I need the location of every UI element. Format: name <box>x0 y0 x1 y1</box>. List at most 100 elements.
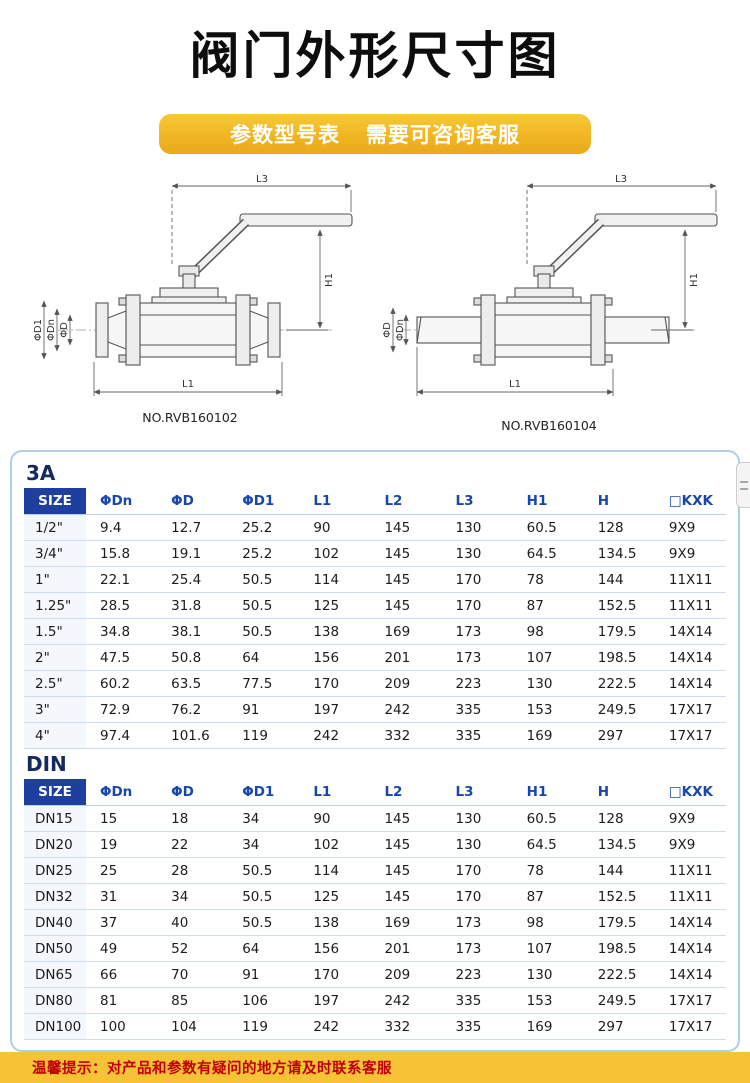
value-cell: 335 <box>441 722 513 750</box>
value-cell: 170 <box>441 883 513 911</box>
column-header: □KXK <box>654 488 726 516</box>
column-header: □KXK <box>654 779 726 807</box>
dim-label-dn: ΦDn <box>395 319 406 341</box>
value-cell: 198.5 <box>583 644 655 672</box>
value-cell: 332 <box>370 1013 442 1041</box>
value-cell: 156 <box>299 644 371 672</box>
clamp-ferrule-right <box>266 302 281 358</box>
value-cell: 128 <box>583 805 655 833</box>
value-cell: 14X14 <box>654 644 726 672</box>
size-cell: 1.5" <box>24 618 86 646</box>
value-cell: 37 <box>86 909 158 937</box>
size-cell: 3" <box>24 696 86 724</box>
dim-label-h1: H1 <box>324 273 335 287</box>
value-cell: 114 <box>299 857 371 885</box>
footer-tip-text: 温馨提示：对产品和参数有疑问的地方请及时联系客服 <box>32 1061 392 1078</box>
size-cell: DN80 <box>24 987 86 1015</box>
value-cell: 15 <box>86 805 158 833</box>
value-cell: 78 <box>512 566 584 594</box>
value-cell: 102 <box>299 540 371 568</box>
value-cell: 209 <box>370 670 442 698</box>
value-cell: 64.5 <box>512 540 584 568</box>
value-cell: 145 <box>370 805 442 833</box>
size-cell: DN25 <box>24 857 86 885</box>
dimension-lines <box>389 183 716 397</box>
value-cell: 201 <box>370 644 442 672</box>
value-cell: 11X11 <box>654 883 726 911</box>
value-cell: 145 <box>370 514 442 542</box>
value-cell: 49 <box>86 935 158 963</box>
value-cell: 201 <box>370 935 442 963</box>
value-cell: 170 <box>299 670 371 698</box>
valve-body <box>493 302 592 358</box>
value-cell: 169 <box>370 909 442 937</box>
column-header: L3 <box>441 779 513 807</box>
value-cell: 28.5 <box>86 592 158 620</box>
value-cell: 87 <box>512 883 584 911</box>
floating-menu-tab[interactable] <box>736 462 750 508</box>
value-cell: 223 <box>441 961 513 989</box>
column-header: H1 <box>512 779 584 807</box>
value-cell: 145 <box>370 566 442 594</box>
value-cell: 9.4 <box>86 514 158 542</box>
value-cell: 242 <box>370 987 442 1015</box>
value-cell: 64 <box>228 935 300 963</box>
value-cell: 169 <box>512 1013 584 1041</box>
value-cell: 25.2 <box>228 540 300 568</box>
value-cell: 242 <box>299 1013 371 1041</box>
column-header: ΦD1 <box>228 779 300 807</box>
value-cell: 40 <box>157 909 229 937</box>
column-header: ΦD1 <box>228 488 300 516</box>
value-cell: 209 <box>370 961 442 989</box>
value-cell: 145 <box>370 883 442 911</box>
value-cell: 60.5 <box>512 805 584 833</box>
value-cell: 102 <box>299 831 371 859</box>
menu-bar-icon <box>739 480 748 483</box>
valve-body-group <box>57 213 353 366</box>
value-cell: 249.5 <box>583 987 655 1015</box>
value-cell: 12.7 <box>157 514 229 542</box>
value-cell: 70 <box>157 961 229 989</box>
value-cell: 98 <box>512 618 584 646</box>
value-cell: 72.9 <box>86 696 158 724</box>
value-cell: 15.8 <box>86 540 158 568</box>
size-cell: DN40 <box>24 909 86 937</box>
value-cell: 14X14 <box>654 909 726 937</box>
dim-label-l3: L3 <box>615 174 627 185</box>
value-cell: 77.5 <box>228 670 300 698</box>
value-cell: 170 <box>441 592 513 620</box>
dim-label-dn: ΦDn <box>46 319 57 341</box>
page-title: 阀门外形尺寸图 <box>189 27 561 85</box>
value-cell: 197 <box>299 987 371 1015</box>
valve-drawings: L3 H1 L1 ΦD1 ΦDn ΦD NO.RVB160102 <box>0 170 750 438</box>
value-cell: 119 <box>228 1013 300 1041</box>
value-cell: 22 <box>157 831 229 859</box>
value-cell: 14X14 <box>654 961 726 989</box>
group-title-3a: 3A <box>26 461 56 486</box>
value-cell: 170 <box>299 961 371 989</box>
value-cell: 66 <box>86 961 158 989</box>
dim-label-l3: L3 <box>256 174 268 185</box>
value-cell: 14X14 <box>654 670 726 698</box>
value-cell: 19 <box>86 831 158 859</box>
menu-bar-icon <box>739 487 748 490</box>
value-cell: 18 <box>157 805 229 833</box>
value-cell: 25.4 <box>157 566 229 594</box>
value-cell: 198.5 <box>583 935 655 963</box>
value-cell: 104 <box>157 1013 229 1041</box>
value-cell: 297 <box>583 722 655 750</box>
value-cell: 9X9 <box>654 831 726 859</box>
value-cell: 179.5 <box>583 618 655 646</box>
value-cell: 34 <box>157 883 229 911</box>
value-cell: 17X17 <box>654 1013 726 1041</box>
dim-label-d: ΦD <box>382 322 393 338</box>
size-cell: DN50 <box>24 935 86 963</box>
column-header: H <box>583 488 655 516</box>
value-cell: 170 <box>441 857 513 885</box>
